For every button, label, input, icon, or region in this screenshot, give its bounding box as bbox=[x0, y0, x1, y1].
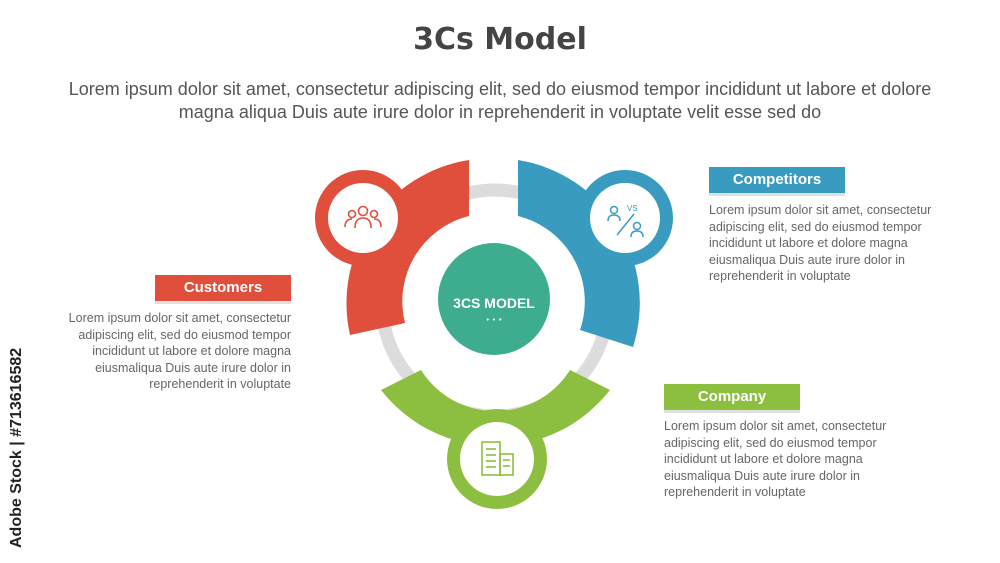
competitors-icon-bg bbox=[590, 183, 660, 253]
company-label: Company bbox=[664, 384, 800, 410]
page-title: 3Cs Model bbox=[413, 22, 587, 57]
competitors-segment bbox=[518, 160, 640, 347]
company-description: Lorem ipsum dolor sit amet, consectetur … bbox=[664, 419, 887, 500]
competitors-description: Lorem ipsum dolor sit amet, consectetur … bbox=[709, 203, 932, 284]
company-segment bbox=[381, 370, 610, 447]
company-icon-bg bbox=[460, 422, 534, 496]
customers-description: Lorem ipsum dolor sit amet, consectetur … bbox=[68, 311, 291, 392]
competitors-label: Competitors bbox=[709, 167, 845, 193]
center-circle bbox=[438, 243, 550, 355]
center-dots: • • • bbox=[486, 316, 503, 324]
customers-segment bbox=[346, 160, 469, 335]
watermark-text: Adobe Stock | #713616582 bbox=[8, 347, 25, 548]
building-icon bbox=[481, 441, 514, 476]
versus-icon-text: VS bbox=[627, 204, 638, 213]
customers-label: Customers bbox=[155, 275, 291, 301]
people-group-icon bbox=[344, 205, 382, 229]
page-subtitle: Lorem ipsum dolor sit amet, consectetur … bbox=[68, 79, 932, 122]
center-label: 3CS MODEL bbox=[453, 295, 535, 311]
versus-icon bbox=[607, 205, 644, 238]
